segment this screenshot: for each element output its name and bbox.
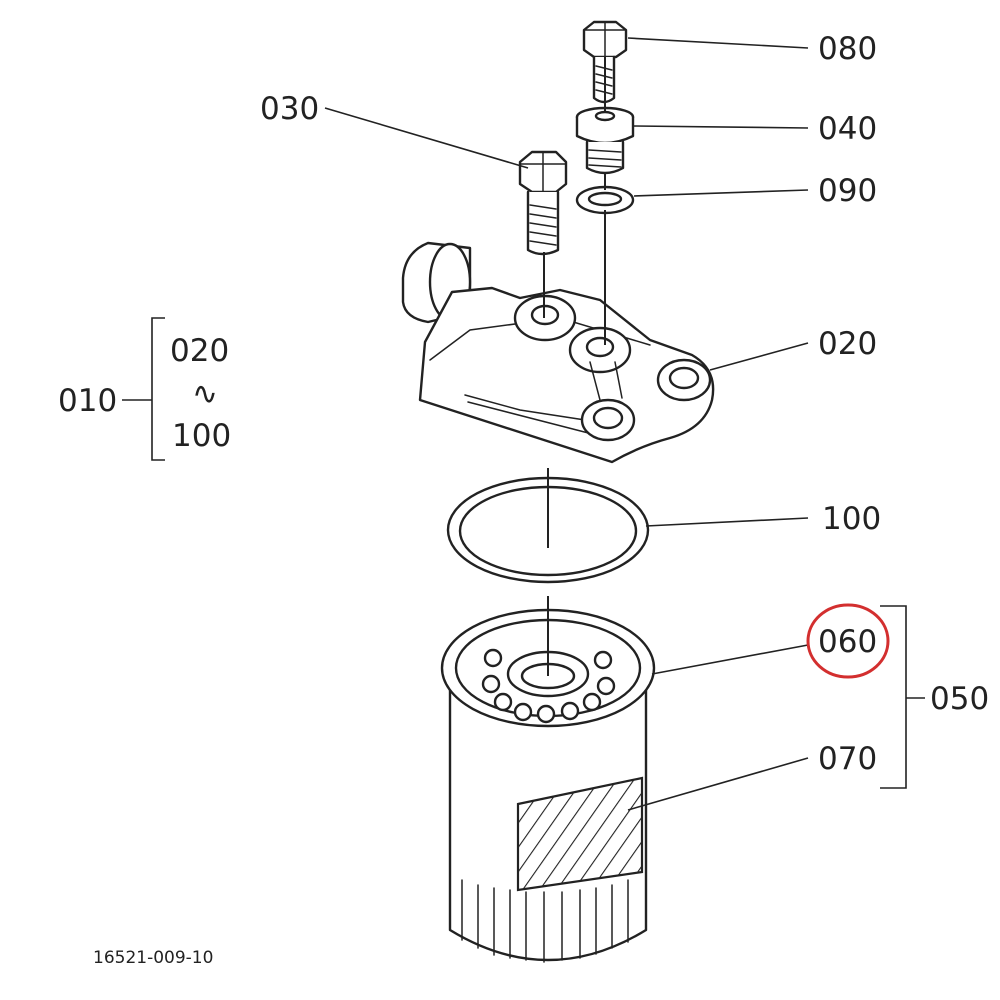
group-010-range-sep: ∿ xyxy=(192,376,218,412)
group-010-range-to: 100 xyxy=(172,418,231,454)
fitting-040 xyxy=(575,106,635,175)
callout-080: 080 xyxy=(818,31,877,67)
callout-020: 020 xyxy=(818,326,877,362)
group-010-label: 010 xyxy=(58,383,117,419)
callout-040: 040 xyxy=(818,111,877,147)
group-050: 050 xyxy=(880,605,989,789)
callout-030: 030 xyxy=(260,91,319,127)
highlight-circle xyxy=(806,603,890,679)
bolt-080 xyxy=(582,20,628,104)
assembly-axes xyxy=(543,57,606,676)
group-050-label: 050 xyxy=(930,681,989,717)
drawing-number: 16521-009-10 xyxy=(93,948,213,968)
group-010: 010 020 ∿ 100 xyxy=(58,317,231,461)
callout-090: 090 xyxy=(818,173,877,209)
callout-070: 070 xyxy=(818,741,877,777)
filter-head-020 xyxy=(401,241,715,464)
callout-100: 100 xyxy=(822,501,881,537)
leader-lines xyxy=(324,37,809,811)
callout-060: 060 xyxy=(818,624,877,660)
bolt-030 xyxy=(518,150,568,256)
group-010-range-from: 020 xyxy=(170,333,229,369)
washer-090 xyxy=(575,185,635,215)
